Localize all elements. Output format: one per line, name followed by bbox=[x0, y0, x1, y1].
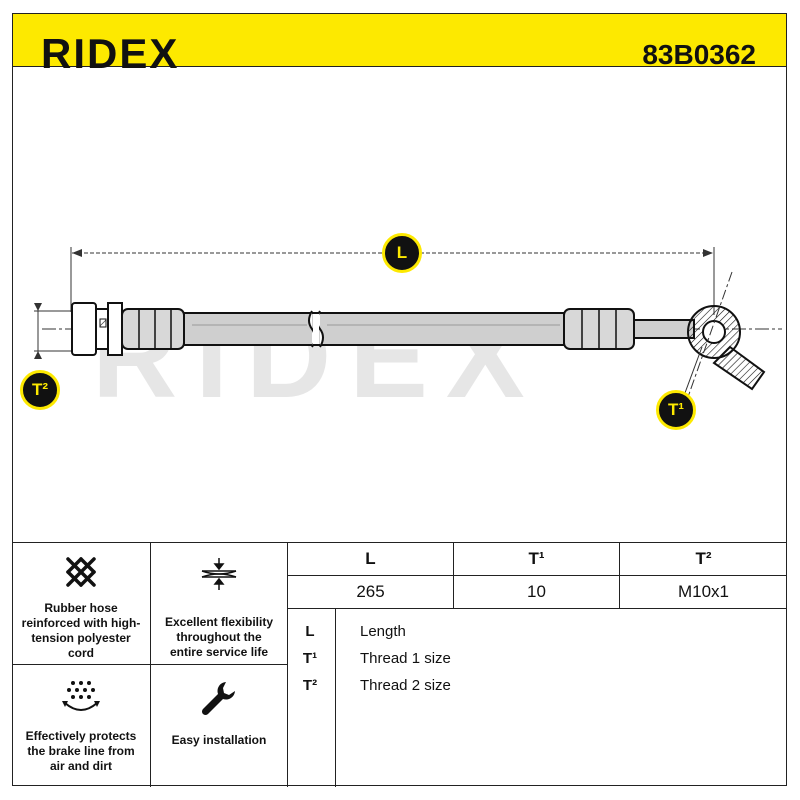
spec-value-thread1: 10 bbox=[454, 576, 620, 609]
feature-card: Effectively protects the brake line from… bbox=[12, 665, 151, 787]
brand-logo: RIDEX bbox=[41, 30, 180, 77]
legend-key: L bbox=[305, 623, 315, 640]
spec-value-length: 265 bbox=[288, 576, 454, 609]
right-fitting bbox=[563, 271, 766, 402]
spec-value-thread2: M10x1 bbox=[620, 576, 787, 609]
length-badge: L bbox=[382, 233, 422, 273]
feature-card: Easy installation bbox=[151, 665, 288, 787]
part-number: 83B0362 bbox=[642, 39, 756, 70]
left-fitting bbox=[71, 302, 185, 356]
legend-divider bbox=[335, 609, 336, 787]
spec-header-length: L bbox=[288, 543, 454, 576]
protection-icon bbox=[62, 681, 100, 711]
legend-description: Length bbox=[360, 623, 406, 640]
technical-drawing: RIDEX bbox=[12, 67, 787, 542]
feature-text: Excellent flexibility throughout the ent… bbox=[164, 615, 274, 659]
flexibility-icon bbox=[201, 558, 237, 590]
feature-text: Effectively protects the brake line from… bbox=[25, 729, 137, 773]
legend-description: Thread 2 size bbox=[360, 677, 451, 694]
legend-key: T¹ bbox=[302, 650, 318, 667]
info-section: Rubber hose reinforced with high-tension… bbox=[12, 542, 787, 787]
thread1-badge: T¹ bbox=[656, 390, 696, 430]
legend-description: Thread 1 size bbox=[360, 650, 451, 667]
legend-key: T² bbox=[302, 677, 318, 694]
feature-card: Rubber hose reinforced with high-tension… bbox=[12, 543, 151, 665]
spec-header-thread1: T¹ bbox=[454, 543, 620, 576]
feature-card: Excellent flexibility throughout the ent… bbox=[151, 543, 288, 665]
feature-text: Rubber hose reinforced with high-tension… bbox=[21, 601, 141, 660]
feature-text: Easy installation bbox=[171, 733, 267, 747]
header-bar: RIDEX 83B0362 bbox=[12, 13, 787, 77]
hose-body bbox=[183, 310, 565, 348]
hose-drawing-svg bbox=[34, 247, 782, 402]
thread2-badge: T² bbox=[20, 370, 60, 410]
spec-header-thread2: T² bbox=[620, 543, 787, 576]
wrench-icon bbox=[201, 682, 235, 716]
mesh-icon bbox=[66, 557, 96, 587]
thread2-dimension bbox=[34, 303, 72, 359]
